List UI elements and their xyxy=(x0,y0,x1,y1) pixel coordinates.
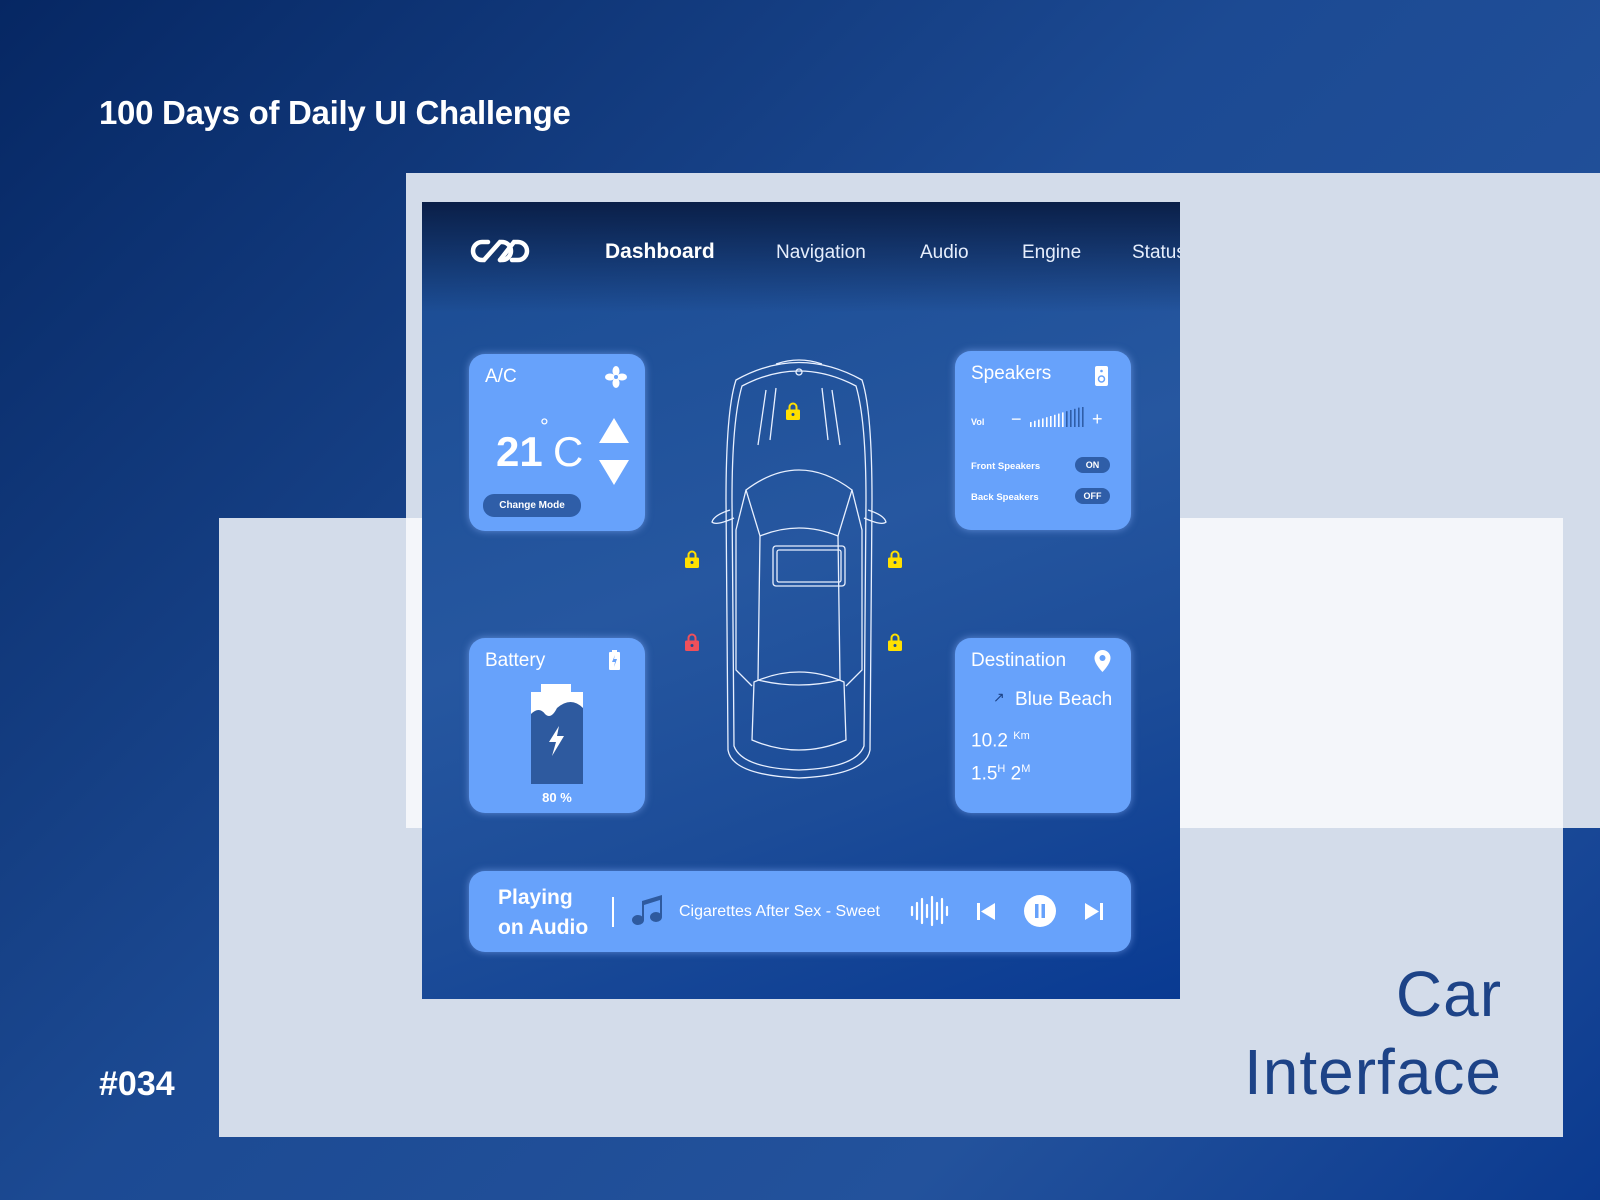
challenge-number: #034 xyxy=(99,1065,175,1103)
minutes-unit: M xyxy=(1021,763,1031,775)
battery-charging-icon xyxy=(609,650,620,670)
volume-bar xyxy=(1066,411,1068,427)
tab-status[interactable]: Status xyxy=(1132,242,1180,263)
destination-place: Blue Beach xyxy=(1015,689,1113,710)
lock-icon-front-left[interactable] xyxy=(685,550,699,568)
volume-bar xyxy=(1082,407,1084,427)
eta-hours: 1.5 xyxy=(971,763,998,785)
volume-bar xyxy=(1050,416,1052,427)
car-top-view xyxy=(711,359,887,779)
degree-symbol: ° xyxy=(540,414,549,439)
temperature-value: 21 xyxy=(496,428,543,475)
playing-line: Playing xyxy=(498,886,573,909)
ac-title: A/C xyxy=(485,366,517,387)
divider xyxy=(612,897,614,927)
eta-minutes: 2 xyxy=(1010,763,1022,785)
playing-line: on Audio xyxy=(498,916,589,939)
previous-track-button[interactable] xyxy=(977,903,995,920)
volume-bar xyxy=(1030,422,1032,427)
temp-up-button[interactable] xyxy=(599,418,629,444)
change-mode-button[interactable]: Change Mode xyxy=(483,494,581,517)
temp-down-button[interactable] xyxy=(599,460,629,486)
volume-bar xyxy=(1034,420,1036,427)
tab-dashboard[interactable]: Dashboard xyxy=(605,240,715,263)
lock-icon-rear-right[interactable] xyxy=(888,633,902,651)
volume-bar xyxy=(1058,413,1060,427)
eta-value: 1.5H 2M xyxy=(971,763,1030,785)
playing-label: Playing on Audio xyxy=(498,883,588,943)
top-bar xyxy=(422,202,1180,312)
front-speakers-label: Front Speakers xyxy=(971,461,1041,472)
next-track-button[interactable] xyxy=(1085,903,1103,920)
car-dashboard: Dashboard Navigation Audio Engine Status… xyxy=(422,202,1180,999)
volume-down-button[interactable]: − xyxy=(1011,409,1022,429)
volume-label: Vol xyxy=(971,417,985,427)
waveform-icon xyxy=(910,895,949,927)
distance: 10.2 xyxy=(971,730,1008,752)
volume-slider[interactable] xyxy=(1030,407,1086,429)
front-speakers-toggle[interactable]: ON xyxy=(1075,457,1110,473)
volume-bar xyxy=(1042,418,1044,427)
temperature-unit: C xyxy=(553,428,584,475)
volume-bar xyxy=(1046,417,1048,427)
title-line: Car xyxy=(1395,958,1502,1030)
logo-icon xyxy=(470,239,530,263)
direction-arrow-icon: ↗ xyxy=(993,689,1005,705)
volume-bar xyxy=(1074,408,1076,427)
tab-audio[interactable]: Audio xyxy=(920,242,969,263)
speakers-title: Speakers xyxy=(971,363,1052,384)
tab-navigation[interactable]: Navigation xyxy=(776,242,866,263)
volume-up-button[interactable]: + xyxy=(1092,409,1103,429)
speakers-card: Speakers Vol − + Front Speakers ON Back … xyxy=(955,351,1131,530)
hours-unit: H xyxy=(997,763,1006,775)
headline: 100 Days of Daily UI Challenge xyxy=(99,94,571,131)
audio-player: Playing on Audio Cigarettes After Sex - S… xyxy=(469,871,1131,952)
lock-icon-front-right[interactable] xyxy=(888,550,902,568)
destination-card: Destination ↗ Blue Beach 10.2 Km 1.5H 2M xyxy=(955,638,1131,813)
back-speakers-label: Back Speakers xyxy=(971,492,1039,503)
location-pin-icon xyxy=(1094,650,1111,672)
distance-value: 10.2 Km xyxy=(971,730,1030,752)
volume-bar xyxy=(1070,410,1072,427)
distance-unit: Km xyxy=(1013,730,1030,742)
lock-icon-rear-left[interactable] xyxy=(685,633,699,651)
volume-bar xyxy=(1054,414,1056,427)
battery-card: Battery 80 % xyxy=(469,638,645,813)
battery-title: Battery xyxy=(485,650,546,671)
battery-percent: 80 % xyxy=(542,790,572,805)
ac-card: A/C 21 ° C Change Mode xyxy=(469,354,645,531)
pause-button[interactable] xyxy=(1024,895,1056,927)
music-note-icon xyxy=(632,895,662,925)
volume-bar xyxy=(1078,407,1080,427)
volume-bar xyxy=(1038,419,1040,427)
fan-icon xyxy=(605,366,627,388)
tab-engine[interactable]: Engine xyxy=(1022,242,1082,263)
track-title: Cigarettes After Sex - Sweet xyxy=(679,903,880,920)
title-line: Interface xyxy=(1243,1036,1502,1108)
volume-bar xyxy=(1062,412,1064,427)
back-speakers-toggle[interactable]: OFF xyxy=(1075,488,1110,504)
battery-level-graphic xyxy=(531,684,583,784)
destination-title: Destination xyxy=(971,650,1067,671)
speaker-icon xyxy=(1095,366,1108,386)
lock-icon-front[interactable] xyxy=(786,402,800,420)
